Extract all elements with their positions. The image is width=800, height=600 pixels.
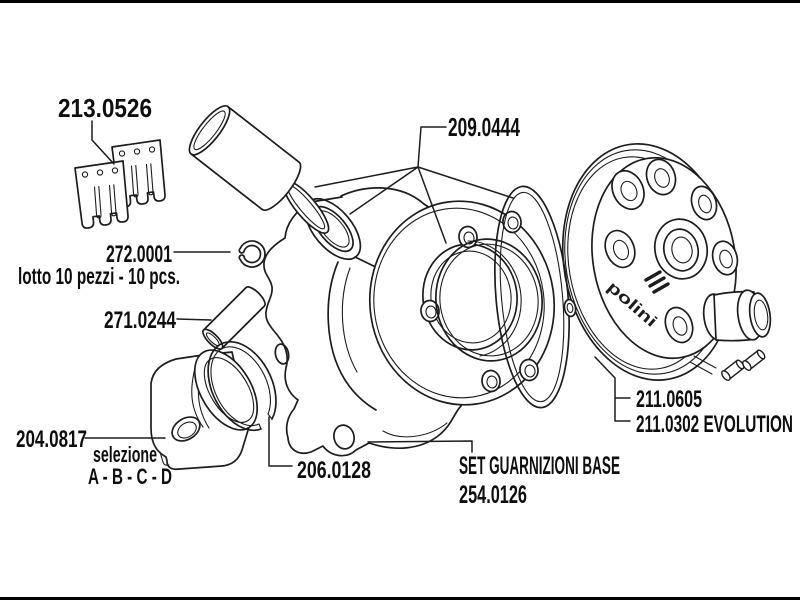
part-labels: 213.0526 272.0001 lotto 10 pezzi - 10 pc… <box>16 93 793 509</box>
head-outer-oring <box>494 185 577 409</box>
piston-pin <box>188 105 302 211</box>
spark-plug-hole <box>653 218 709 280</box>
label-204-note: selezione <box>93 442 157 467</box>
head-bolt <box>742 349 766 371</box>
cylinder-face <box>368 200 556 406</box>
label-211-0302-evolution: 211.0302 EVOLUTION <box>636 411 793 438</box>
label-set-guarnizioni-base: SET GUARNIZIONI BASE <box>459 452 620 480</box>
cylinder-head-drawing: polini <box>561 143 772 381</box>
label-254-0126: 254.0126 <box>459 481 527 509</box>
leader-lines <box>84 120 631 467</box>
base-flange-hole <box>333 424 355 450</box>
label-204-0817: 204.0817 <box>16 426 87 453</box>
cylinder-drawing <box>263 187 556 457</box>
bottom-frame-line <box>0 597 800 600</box>
lightning-icon <box>644 270 670 294</box>
label-211-0605: 211.0605 <box>636 386 702 413</box>
piston-ring <box>207 340 277 432</box>
circlip <box>238 240 266 268</box>
coolant-spigot <box>702 289 772 342</box>
label-271-0244: 271.0244 <box>104 307 176 334</box>
label-272-note: lotto 10 pezzi - 10 pcs. <box>18 263 180 289</box>
head-bolt-recesses <box>604 158 739 344</box>
head-bolt <box>721 359 745 381</box>
label-272-0001: 272.0001 <box>106 241 172 268</box>
cylinder-silhouette <box>263 201 462 457</box>
label-206-0128: 206.0128 <box>297 457 371 484</box>
label-213-0526: 213.0526 <box>58 93 152 123</box>
top-frame-line <box>0 0 800 3</box>
small-pin <box>202 286 266 350</box>
label-209-0444: 209.0444 <box>448 112 520 142</box>
head-gasket-rings <box>434 238 544 362</box>
label-204-note2: A - B - C - D <box>88 464 172 489</box>
